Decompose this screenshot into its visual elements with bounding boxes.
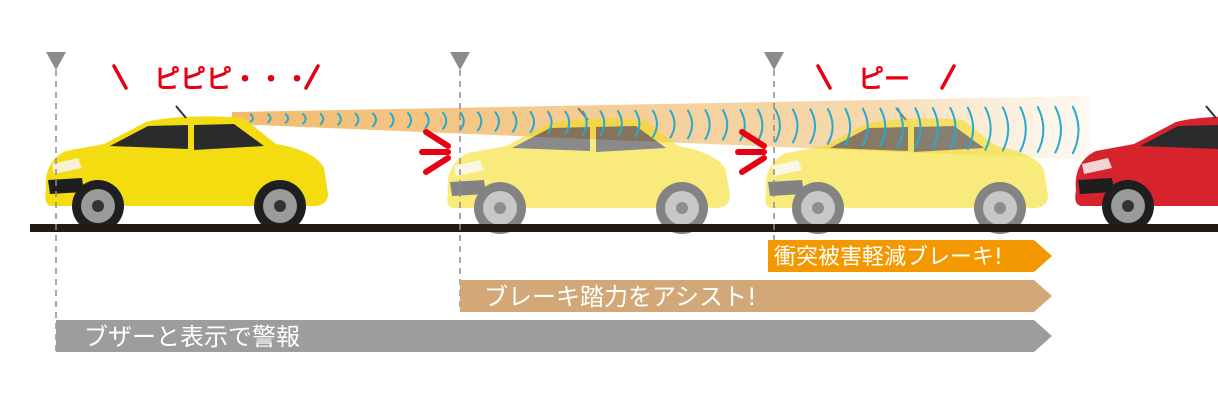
sound-wave-arc xyxy=(774,108,781,143)
sound-wave-arc xyxy=(564,110,571,135)
sound-wave-arc xyxy=(949,106,957,150)
road-line xyxy=(30,224,1218,232)
sound-wave-arc xyxy=(301,112,307,125)
sound-wave-arc xyxy=(704,109,711,141)
sound-wave-arc xyxy=(844,107,852,146)
sound-wave-arc xyxy=(441,111,448,131)
sound-wave-arc xyxy=(616,109,623,137)
sound-wave-arc xyxy=(966,106,975,151)
stage-arrow-brake-assist: ブレーキ踏力をアシスト! xyxy=(460,280,1052,312)
sound-wave-arc xyxy=(1036,105,1045,154)
timing-markers xyxy=(46,52,784,352)
sound-wave-arc xyxy=(319,112,325,126)
sound-label-first: ピピピ・・・ xyxy=(112,64,320,95)
sound-wave-arc xyxy=(686,109,694,140)
sound-wave-arc xyxy=(1071,105,1080,155)
sound-wave-arc xyxy=(721,108,729,141)
sound-text-second: ピー xyxy=(858,65,910,95)
stage-arrow-warning: ブザーと表示で警報 xyxy=(56,320,1052,352)
sound-wave-arc xyxy=(809,108,817,145)
sound-wave-arc xyxy=(249,113,254,123)
alert-burst-icon xyxy=(422,132,448,172)
sound-wave-arc xyxy=(1054,105,1062,154)
sound-wave-arc xyxy=(336,112,342,127)
sound-wave-arc xyxy=(1001,106,1010,152)
stage-label-warning: ブザーと表示で警報 xyxy=(84,323,300,351)
car-ahead-red xyxy=(1074,105,1218,233)
sound-wave-arc xyxy=(406,111,413,129)
sound-wave-arc xyxy=(756,108,764,143)
sound-wave-arc xyxy=(879,107,887,147)
sound-wave-arc xyxy=(266,113,272,124)
sound-wave-arc xyxy=(424,111,430,130)
stage-label-aeb: 衝突被害軽減ブレーキ! xyxy=(774,245,1003,270)
sound-wave-arc xyxy=(529,110,536,134)
timing-marker-icon xyxy=(450,52,470,312)
sound-wave-arc xyxy=(581,110,588,136)
sound-wave-arc xyxy=(861,107,869,147)
sound-wave-icon xyxy=(249,105,1080,155)
sound-wave-arc xyxy=(931,106,939,150)
sound-label-second: ピー xyxy=(816,64,956,95)
stage-label-brake-assist: ブレーキ踏力をアシスト! xyxy=(484,283,757,311)
timing-marker-icon xyxy=(764,52,784,272)
sound-wave-arc xyxy=(284,112,290,125)
sound-wave-arc xyxy=(354,112,360,127)
sound-wave-arc xyxy=(476,111,483,132)
sound-wave-arc xyxy=(739,108,746,142)
sound-wave-arc xyxy=(914,107,922,149)
sound-wave-arc xyxy=(896,107,904,148)
sound-wave-arc xyxy=(1019,106,1027,153)
sound-wave-arc xyxy=(511,110,518,133)
sound-wave-arc xyxy=(546,110,553,135)
sound-wave-arc xyxy=(984,106,992,152)
sound-wave-arc xyxy=(826,107,834,145)
sound-wave-arc xyxy=(371,112,377,128)
sound-wave-arc xyxy=(599,110,606,137)
sound-wave-arc xyxy=(389,111,395,129)
timing-marker-icon xyxy=(46,52,66,352)
sound-wave-arc xyxy=(791,108,799,144)
sound-wave-arc xyxy=(459,111,465,131)
sound-wave-arc xyxy=(669,109,676,139)
sound-text-first: ピピピ・・・ xyxy=(154,65,310,95)
sound-wave-arc xyxy=(494,111,500,133)
sound-wave-arc xyxy=(634,109,641,138)
sound-wave-arc xyxy=(651,109,658,139)
stage-arrow-aeb: 衝突被害軽減ブレーキ! xyxy=(768,240,1052,272)
